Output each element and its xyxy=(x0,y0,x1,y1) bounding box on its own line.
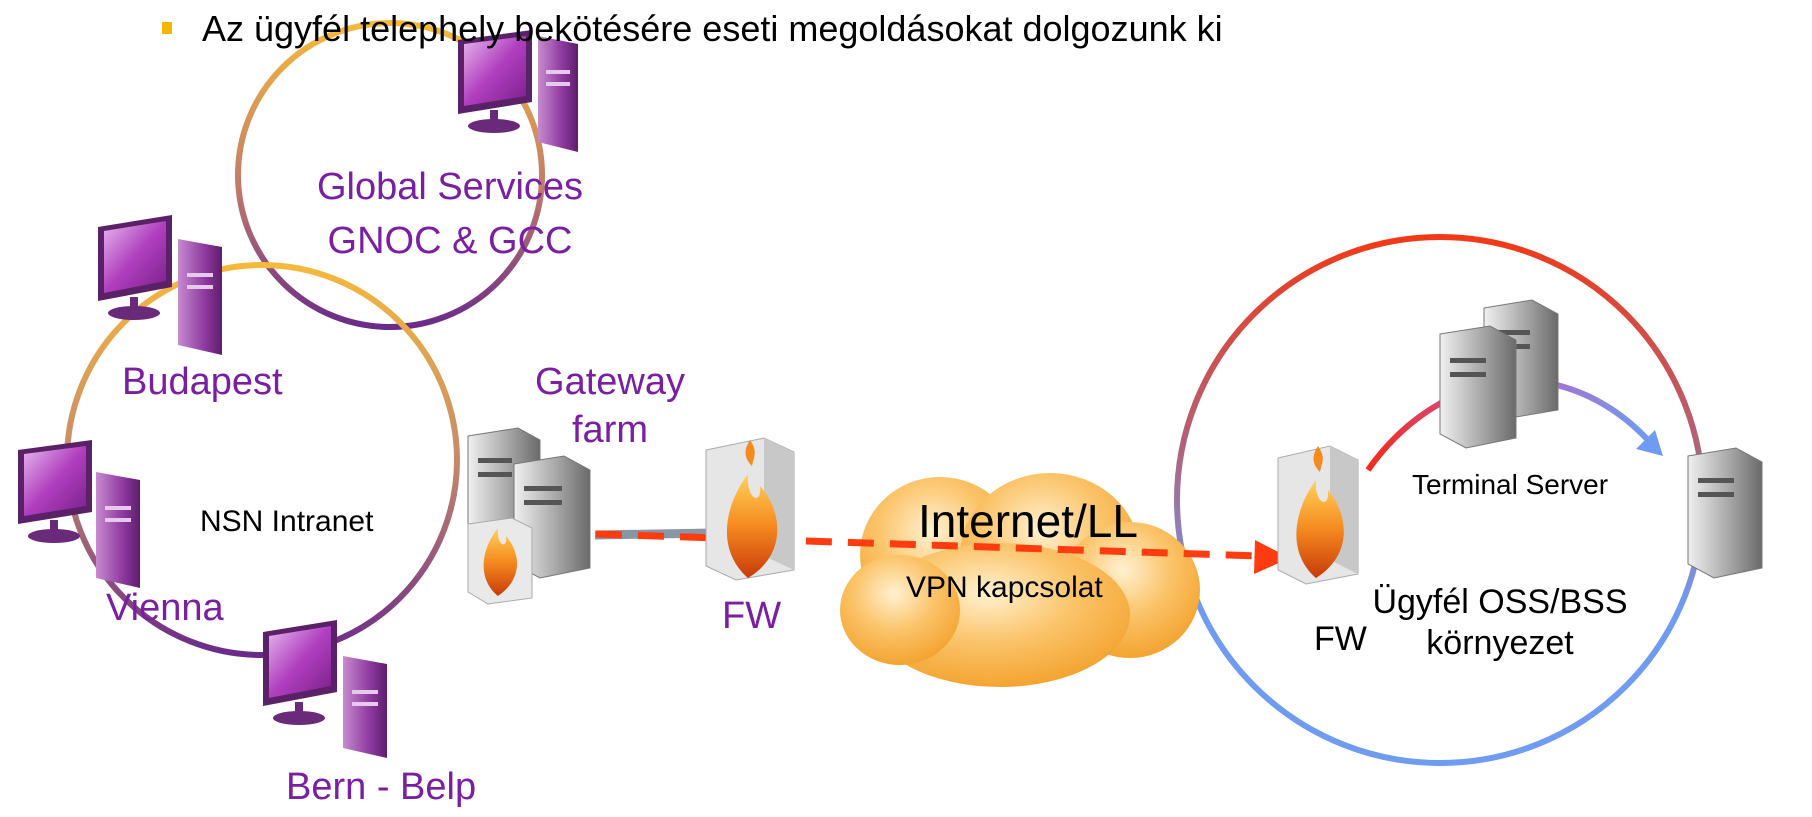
workstation-icon xyxy=(263,620,387,758)
global-services-line1: Global Services xyxy=(316,166,584,208)
workstation-icon xyxy=(18,440,140,588)
server-cluster-icon xyxy=(1439,299,1559,449)
firewall-icon xyxy=(1277,445,1359,585)
bullet-marker xyxy=(162,22,172,34)
workstation-icon xyxy=(458,30,578,152)
nsn-intranet-label: NSN Intranet xyxy=(200,505,374,538)
budapest-label: Budapest xyxy=(122,361,283,403)
gateway-farm-label: Gateway farm xyxy=(510,360,710,453)
workstation-icon xyxy=(98,215,222,355)
arrow-icon xyxy=(1254,540,1290,574)
global-services-line2: GNOC & GCC xyxy=(327,219,573,262)
fw-left-label: FW xyxy=(722,595,782,637)
customer-env-label: Ügyfél OSS/BSS környezet xyxy=(1370,582,1630,664)
gateway-line2: farm xyxy=(572,408,648,451)
global-services-label: Global Services GNOC & GCC xyxy=(290,165,610,264)
arrow-icon xyxy=(1636,430,1663,456)
server-cluster-icon xyxy=(467,427,591,605)
bullet-text: Az ügyfél telephely bekötésére eseti meg… xyxy=(202,8,1223,49)
vpn-dashed-link xyxy=(595,530,1259,560)
fw-right-label: FW xyxy=(1314,620,1367,658)
vienna-label: Vienna xyxy=(106,587,224,629)
customer-line1: Ügyfél OSS/BSS xyxy=(1372,583,1628,621)
global-services-ring xyxy=(235,20,545,330)
customer-line2: környezet xyxy=(1426,623,1574,662)
server-icon xyxy=(1687,447,1763,579)
cloud-title: Internet/LL xyxy=(918,495,1138,547)
gateway-line1: Gateway xyxy=(535,361,685,403)
firewall-icon xyxy=(705,437,795,581)
cloud-subtitle: VPN kapcsolat xyxy=(906,571,1103,604)
terminal-server-label: Terminal Server xyxy=(1412,469,1609,500)
bern-label: Bern - Belp xyxy=(286,766,477,808)
cloud-icon xyxy=(840,473,1200,687)
